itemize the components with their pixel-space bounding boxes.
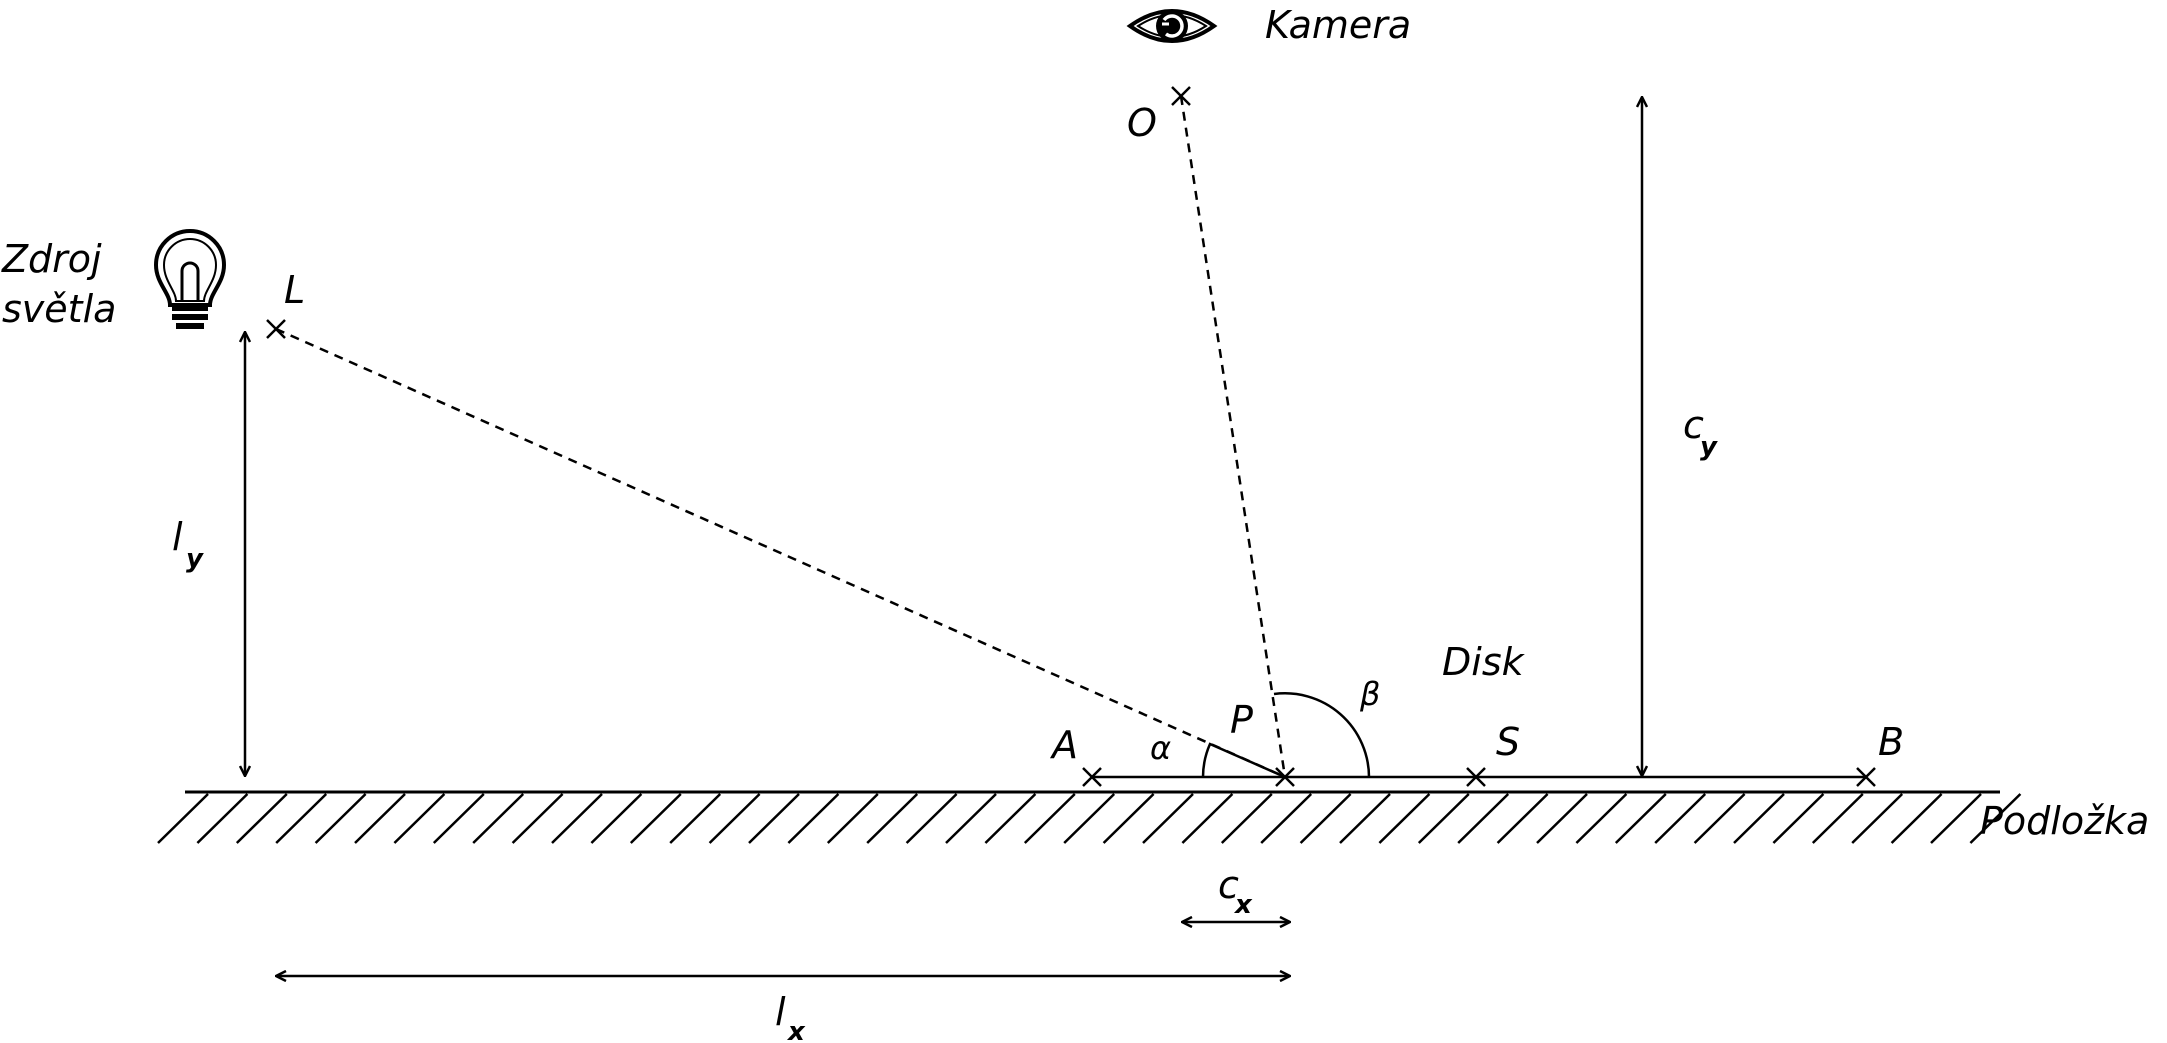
hatch-line — [157, 793, 209, 844]
lightbulb-icon — [153, 229, 227, 329]
svg-text:y: y — [1700, 432, 1718, 462]
hatch-line — [196, 793, 249, 844]
light-source-label-line1: Zdroj — [1, 237, 102, 281]
hatch-line — [1378, 793, 1431, 844]
hatch-line — [1063, 793, 1116, 844]
camera-label: Kamera — [1265, 3, 1411, 47]
hatch-line — [1733, 793, 1785, 844]
hatch-line — [945, 793, 997, 844]
hatch-line — [826, 793, 879, 844]
hatch-line — [1023, 793, 1076, 844]
hatch-line — [1654, 793, 1707, 844]
hatch-line — [787, 793, 840, 844]
hatch-line — [1772, 793, 1825, 844]
angle-alpha-label: α — [1150, 729, 1171, 767]
hatch-line — [866, 793, 919, 844]
marker-O — [1171, 86, 1191, 106]
dimension-ly-label: l y — [172, 515, 204, 574]
point-P-label: P — [1230, 698, 1253, 742]
dimension-cx-label: c x — [1218, 863, 1253, 920]
substrate-ground — [157, 790, 2022, 844]
angle-beta-label: β — [1359, 675, 1380, 713]
svg-text:y: y — [186, 544, 204, 574]
hatch-line — [1969, 793, 2022, 844]
light-ray-L-to-P — [275, 327, 1286, 779]
marker-L — [266, 319, 286, 339]
hatch-line — [235, 793, 288, 844]
hatch-line — [275, 793, 328, 844]
hatch-line — [393, 793, 446, 844]
hatch-line — [432, 793, 485, 844]
hatch-line — [1102, 793, 1155, 844]
substrate-hatching — [157, 793, 2022, 844]
point-A-label: A — [1049, 723, 1078, 767]
hatch-line — [511, 793, 564, 844]
svg-text:l: l — [172, 515, 183, 559]
marker-S — [1466, 767, 1486, 787]
hatch-line — [551, 793, 603, 844]
view-ray-O-to-P — [1179, 95, 1287, 778]
marker-B — [1856, 767, 1876, 787]
hatch-line — [708, 793, 761, 844]
hatch-line — [1496, 793, 1549, 844]
hatch-line — [984, 793, 1037, 844]
point-S-label: S — [1496, 720, 1520, 764]
svg-text:c: c — [1218, 863, 1239, 907]
hatch-line — [1457, 793, 1510, 844]
hatch-line — [1536, 793, 1588, 844]
hatch-line — [472, 793, 525, 844]
hatch-line — [1220, 793, 1273, 844]
angle-beta-arc — [1273, 692, 1371, 778]
hatch-line — [1417, 793, 1470, 844]
hatch-line — [354, 793, 406, 844]
hatch-line — [1851, 793, 1904, 844]
hatch-line — [669, 793, 722, 844]
hatch-line — [629, 793, 682, 844]
marker-P — [1275, 767, 1295, 787]
svg-text:c: c — [1683, 403, 1704, 447]
hatch-line — [1260, 793, 1313, 844]
svg-text:l: l — [775, 990, 786, 1034]
hatch-line — [1614, 793, 1667, 844]
dimension-cy-label: c y — [1683, 403, 1718, 462]
hatch-line — [314, 793, 367, 844]
eye-icon — [1126, 9, 1218, 43]
point-O-label: O — [1127, 101, 1157, 145]
hatch-line — [1575, 793, 1628, 844]
disk-label: Disk — [1442, 640, 1526, 684]
hatch-line — [1693, 793, 1746, 844]
hatch-line — [590, 793, 643, 844]
hatch-line — [1930, 793, 1982, 844]
hatch-line — [905, 793, 958, 844]
svg-text:x: x — [1233, 890, 1253, 920]
hatch-line — [1890, 793, 1943, 844]
hatch-line — [1142, 793, 1194, 844]
hatch-line — [748, 793, 800, 844]
dimension-lx-label: l x — [775, 990, 806, 1043]
marker-A — [1082, 767, 1102, 787]
substrate-label: Podložka — [1980, 799, 2149, 843]
hatch-line — [1339, 793, 1391, 844]
hatch-line — [1299, 793, 1352, 844]
hatch-line — [1181, 793, 1234, 844]
angle-alpha-arc — [1201, 742, 1286, 779]
svg-text:x: x — [786, 1017, 806, 1043]
hatch-line — [1811, 793, 1864, 844]
light-source-label-line2: světla — [2, 287, 116, 331]
point-L-label: L — [284, 268, 305, 312]
point-B-label: B — [1878, 720, 1904, 764]
